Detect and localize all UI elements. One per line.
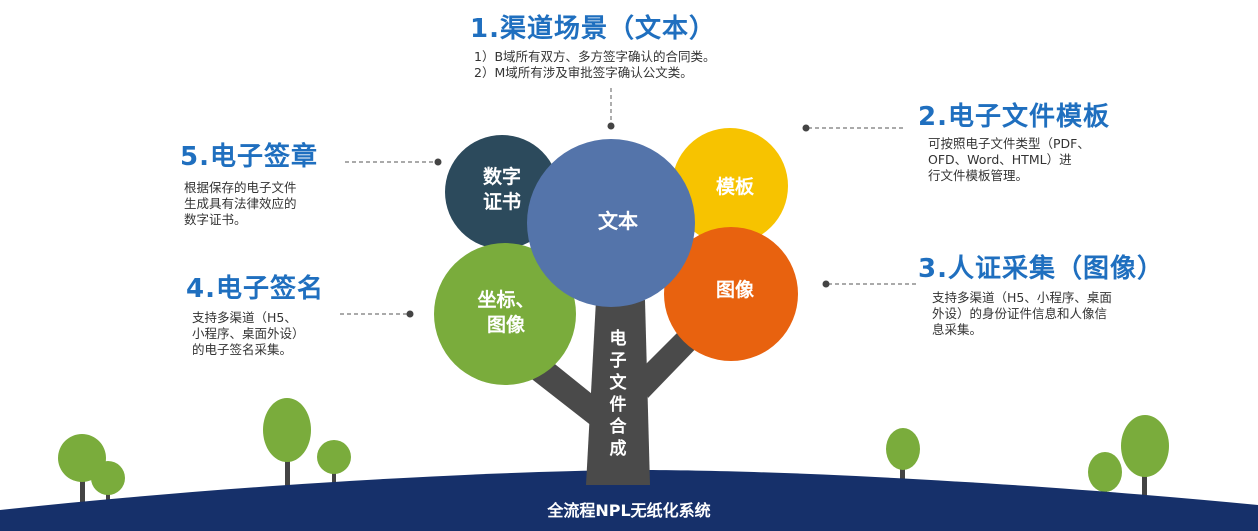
template-node (672, 128, 788, 244)
small-tree-3 (263, 398, 311, 500)
template-desc-line: 可按照电子文件类型（PDF、 (928, 136, 1090, 151)
trunk-char-1: 电 (610, 328, 627, 349)
signature-desc-line: 支持多渠道（H5、 (192, 310, 297, 325)
image-node (664, 227, 798, 361)
template-desc-line: OFD、Word、HTML）进 (928, 152, 1072, 167)
seal-desc-line: 数字证书。 (184, 212, 247, 227)
channel-desc: 1）B域所有双方、多方签字确认的合同类。 2）M域所有涉及审批签字确认公文类。 (474, 49, 716, 81)
channel-desc-line: 1）B域所有双方、多方签字确认的合同类。 (474, 49, 716, 64)
signature-desc-line: 小程序、桌面外设） (192, 326, 305, 341)
capture-desc-line: 外设）的身份证件信息和人像信 (932, 306, 1108, 321)
channel-title: 1.渠道场景（文本） (470, 14, 716, 44)
template-label: 模板 (716, 175, 755, 198)
certificate-label-2: 证书 (483, 191, 521, 213)
seal-title: 5.电子签章 (180, 142, 318, 172)
capture-title: 3.人证采集（图像） (918, 254, 1164, 284)
seal-desc-line: 生成具有法律效应的 (184, 196, 297, 211)
channel-desc-line: 2）M域所有涉及审批签字确认公文类。 (474, 65, 693, 80)
text-node (527, 139, 695, 307)
seal-desc-line: 根据保存的电子文件 (184, 180, 297, 195)
small-tree-2 (91, 461, 125, 510)
coords-label-1: 坐标、 (477, 289, 534, 311)
trunk-char-6: 成 (610, 438, 627, 459)
seal-desc: 根据保存的电子文件 生成具有法律效应的 数字证书。 (184, 180, 297, 228)
text-label: 文本 (598, 209, 638, 233)
trunk-char-2: 子 (610, 351, 627, 371)
trunk-char-3: 文 (610, 372, 628, 393)
coords-label-2: 图像 (487, 313, 526, 336)
template-desc-line: 行文件模板管理。 (928, 168, 1029, 183)
small-tree-7 (1121, 415, 1169, 505)
ground (0, 470, 1258, 531)
signature-desc: 支持多渠道（H5、 小程序、桌面外设） 的电子签名采集。 (192, 310, 305, 358)
capture-desc-line: 支持多渠道（H5、小程序、桌面 (932, 290, 1112, 305)
capture-desc: 支持多渠道（H5、小程序、桌面 外设）的身份证件信息和人像信 息采集。 (932, 290, 1112, 338)
signature-title: 4.电子签名 (186, 274, 324, 304)
template-title: 2.电子文件模板 (918, 102, 1110, 132)
trunk-char-5: 合 (610, 416, 628, 437)
signature-desc-line: 的电子签名采集。 (192, 342, 293, 357)
image-label: 图像 (716, 278, 755, 301)
connector-dots (406, 122, 830, 318)
certificate-label-1: 数字 (483, 165, 521, 188)
template-desc: 可按照电子文件类型（PDF、 OFD、Word、HTML）进 行文件模板管理。 (928, 136, 1090, 184)
connector-lines (340, 88, 918, 315)
capture-desc-line: 息采集。 (932, 322, 983, 337)
footer-label: 全流程NPL无纸化系统 (547, 501, 711, 520)
trunk-char-4: 件 (610, 394, 627, 415)
coords-image-node (434, 243, 576, 385)
